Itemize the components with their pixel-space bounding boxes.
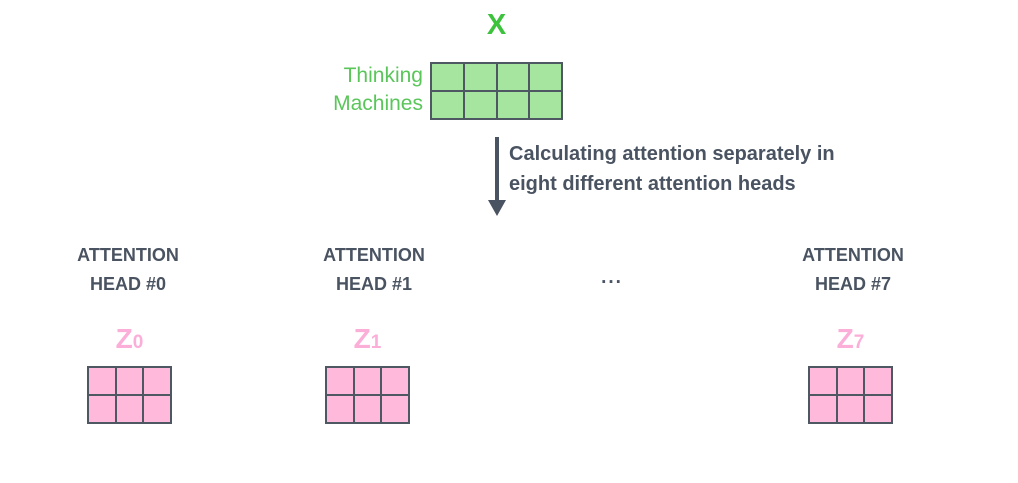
matrix-cell — [529, 63, 562, 91]
matrix-cell — [353, 395, 382, 423]
attention-head-7-label: ATTENTION HEAD #7 — [763, 241, 943, 299]
arrow-caption-line-1: Calculating attention separately in — [509, 143, 835, 165]
z1-base: Z — [353, 323, 371, 354]
matrix-cell — [463, 91, 497, 119]
attention-head-7-label-line-1: ATTENTION — [802, 245, 904, 265]
attention-head-1-label: ATTENTION HEAD #1 — [284, 241, 464, 299]
attention-head-1-label-line-1: ATTENTION — [323, 245, 425, 265]
matrix-cell — [529, 91, 562, 119]
matrix-cell — [326, 395, 354, 423]
z1-subscript: 1 — [370, 332, 382, 353]
attention-head-0-label: ATTENTION HEAD #0 — [38, 241, 218, 299]
arrow-caption-line-2: eight different attention heads — [509, 173, 796, 195]
attention-head-0-label-line-2: HEAD #0 — [89, 274, 167, 294]
matrix-cell — [353, 367, 382, 395]
z7-label: Z7 — [808, 322, 893, 360]
attention-head-1-label-line-2: HEAD #1 — [335, 274, 413, 294]
matrix-cell — [836, 367, 865, 395]
matrix-cell — [381, 395, 409, 423]
input-token-line-1: Thinking — [343, 64, 423, 87]
matrix-cell — [809, 367, 837, 395]
matrix-cell — [143, 395, 171, 423]
ellipsis: ... — [601, 267, 623, 288]
z7-matrix-grid — [808, 366, 893, 424]
matrix-cell — [431, 63, 464, 91]
down-arrow-icon — [495, 137, 499, 202]
z1-label: Z1 — [325, 322, 410, 360]
matrix-cell — [864, 367, 892, 395]
input-matrix-grid — [430, 62, 563, 120]
matrix-cell — [431, 91, 464, 119]
attention-head-0-label-line-1: ATTENTION — [77, 245, 179, 265]
arrow-caption: Calculating attention separately in eigh… — [509, 139, 835, 199]
input-matrix-title: X — [486, 9, 507, 41]
z0-matrix-grid — [87, 366, 172, 424]
matrix-cell — [115, 367, 144, 395]
matrix-cell — [864, 395, 892, 423]
down-arrow-head-icon — [488, 200, 506, 216]
matrix-cell — [463, 63, 497, 91]
z0-label: Z0 — [87, 322, 172, 360]
matrix-cell — [496, 63, 530, 91]
matrix-cell — [326, 367, 354, 395]
input-tokens-label: Thinking Machines — [233, 62, 423, 118]
z1-matrix-grid — [325, 366, 410, 424]
matrix-cell — [115, 395, 144, 423]
z7-base: Z — [836, 323, 854, 354]
z0-subscript: 0 — [132, 332, 144, 353]
input-token-line-2: Machines — [333, 92, 423, 115]
matrix-cell — [381, 367, 409, 395]
matrix-cell — [809, 395, 837, 423]
matrix-cell — [88, 367, 116, 395]
matrix-cell — [836, 395, 865, 423]
matrix-cell — [496, 91, 530, 119]
z0-base: Z — [115, 323, 133, 354]
attention-head-7-label-line-2: HEAD #7 — [814, 274, 892, 294]
z7-subscript: 7 — [853, 332, 865, 353]
matrix-cell — [143, 367, 171, 395]
matrix-cell — [88, 395, 116, 423]
